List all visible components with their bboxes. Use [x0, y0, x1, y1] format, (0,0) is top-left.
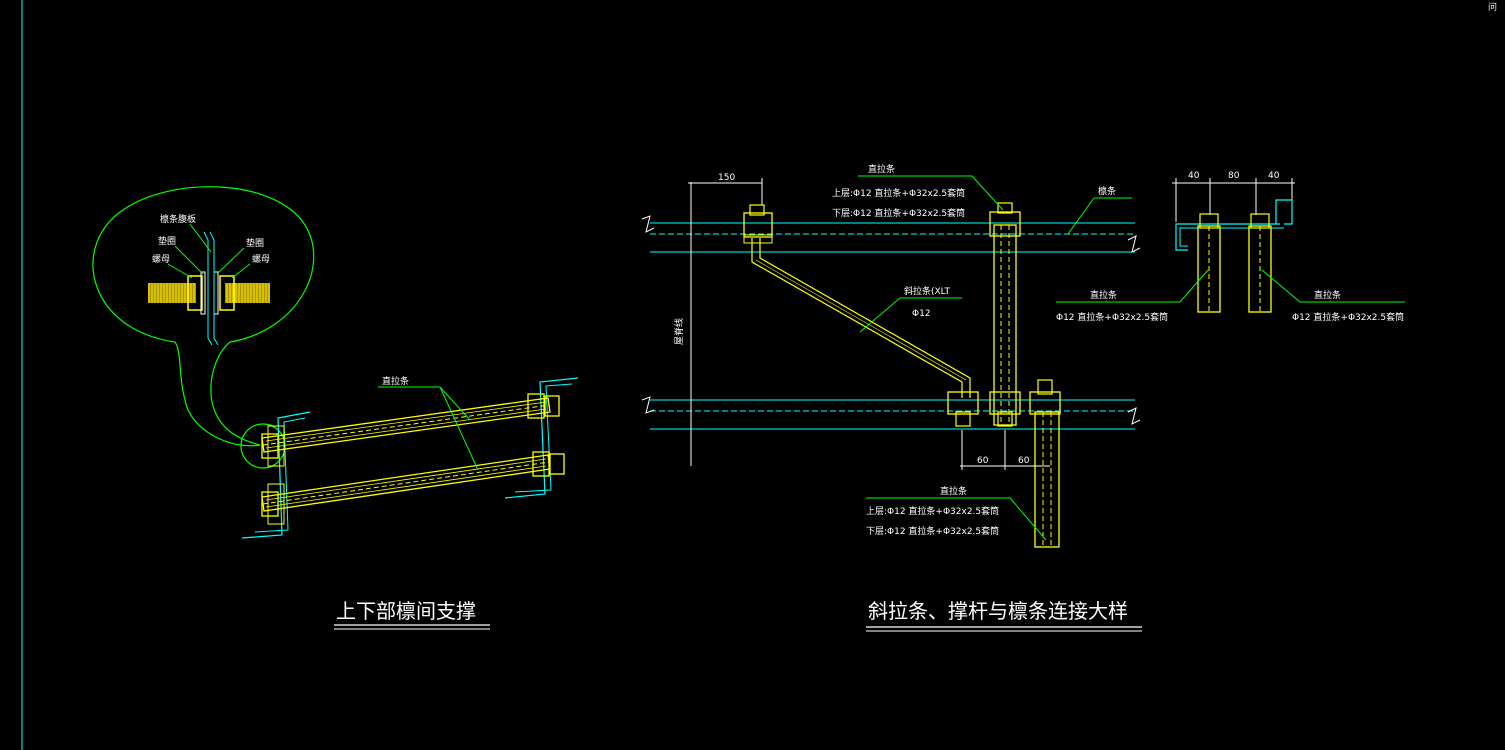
dim-80: 80 [1228, 171, 1240, 181]
top-rod-upper: 上层:Φ12 直拉条+Φ32x2.5套筒 [832, 187, 965, 199]
rod-nut [267, 483, 285, 525]
section-left-spec: Φ12 直拉条+Φ32x2.5套筒 [1056, 311, 1168, 323]
corner-label: 问 [1488, 1, 1497, 13]
nut-bottom-strut-tail [997, 411, 1013, 427]
break-mark [1127, 235, 1141, 253]
section-nut-left [1199, 213, 1219, 229]
nut-bottom-strut [989, 391, 1021, 415]
bottom-vertical-rod [1034, 411, 1060, 548]
purlin-channel-left-inner [254, 417, 306, 533]
nut-top-left [743, 212, 773, 238]
section-right-name: 直拉条 [1314, 289, 1341, 301]
right-detail-title: 斜拉条、撑杆与檩条连接大样 [868, 599, 1128, 623]
label-washer-left: 垫圈 [158, 235, 176, 247]
dim-150: 150 [718, 173, 735, 183]
nut-bottom-diag-tail [955, 411, 971, 427]
purlin-label: 檩条 [1098, 185, 1116, 197]
diagonal-rod-inner [759, 238, 971, 398]
leader-washer-right [216, 247, 245, 275]
nut-bottom-right [1029, 391, 1061, 415]
left-detail: 檩条腹板 垫圈 螺母 垫圈 螺母 [92, 186, 579, 630]
lower-tie-rod [261, 454, 551, 512]
bottom-rod-upper: 上层:Φ12 直拉条+Φ32x2.5套筒 [866, 505, 999, 517]
section-right-spec: Φ12 直拉条+Φ32x2.5套筒 [1292, 311, 1404, 323]
diag-rod-name: 斜拉条(XLT [904, 285, 950, 297]
bottom-rod-lower: 下层:Φ12 直拉条+Φ32x2.5套筒 [866, 525, 999, 537]
nut-bottom-right-cap [1037, 379, 1053, 395]
washer-left [200, 271, 206, 315]
leader-top-rod [858, 175, 1004, 211]
leader-nut-left [167, 263, 193, 279]
rod-nut [544, 395, 560, 417]
left-detail-title: 上下部檩间支撑 [336, 599, 476, 623]
section-nut-right [1250, 213, 1270, 229]
section-purlin-left [1175, 223, 1196, 251]
top-rod-lower: 下层:Φ12 直拉条+Φ32x2.5套筒 [832, 207, 965, 219]
label-purlin-web: 檩条腹板 [160, 213, 196, 225]
purlin-web-2 [209, 231, 219, 346]
rod-nut [527, 393, 545, 419]
thread-left [148, 283, 196, 303]
label-nut-right: 螺母 [252, 254, 270, 265]
rod-nut [549, 453, 565, 475]
purlin-channel-left [241, 411, 311, 539]
leader-section-right [1261, 269, 1405, 303]
dim-60a: 60 [977, 456, 989, 466]
purlin-web [203, 231, 213, 346]
break-mark [1127, 407, 1141, 425]
thread-right [225, 283, 270, 303]
washer-right [213, 271, 219, 315]
break-mark [641, 396, 655, 414]
right-detail: 屋脊线 150 60 60 [641, 163, 1405, 632]
rod-nut [261, 491, 279, 517]
leader-washer-left [174, 245, 204, 275]
nut-top-strut-cap [997, 202, 1013, 214]
leader-purlin-web [189, 223, 212, 253]
ridge-label: 屋脊线 [673, 318, 685, 345]
dim-40b: 40 [1268, 171, 1280, 181]
label-tie-rod: 直拉条 [382, 375, 409, 387]
section-purlin-right [1275, 199, 1293, 225]
purlin-channel-right-inner [514, 383, 573, 493]
nut-left [187, 275, 203, 311]
rod-nut [261, 433, 279, 459]
upper-tie-rod [261, 397, 551, 453]
bottom-rod-name: 直拉条 [940, 485, 967, 497]
nut-right [219, 275, 235, 311]
leader-tie-rod-2 [439, 386, 471, 421]
rod-nut [532, 451, 550, 477]
vertical-strut [993, 224, 1017, 426]
nut-top-strut [989, 211, 1021, 237]
diagonal-rod-center [755, 259, 967, 381]
nut-bottom-diag [947, 391, 979, 415]
diag-rod-size: Φ12 [912, 309, 931, 319]
nut-top-left-cap [749, 204, 765, 216]
detail-bubble-outline [92, 186, 315, 447]
leader-section-left [1056, 269, 1209, 303]
dim-40a: 40 [1188, 171, 1200, 181]
top-rod-name: 直拉条 [868, 163, 895, 175]
nut-top-left-low [743, 234, 773, 244]
diagonal-rod [751, 238, 963, 398]
label-washer-right: 垫圈 [246, 237, 264, 249]
label-nut-left: 螺母 [152, 254, 170, 265]
section-left-name: 直拉条 [1090, 289, 1117, 301]
dim-60b: 60 [1018, 456, 1030, 466]
purlin-channel-right [504, 377, 579, 499]
rod-nut [267, 425, 285, 467]
leader-nut-right [231, 263, 251, 279]
leader-purlin-2 [1067, 197, 1095, 235]
break-mark [641, 215, 655, 233]
leader-diag-rod [859, 297, 962, 333]
leader-bottom-rod [866, 497, 1047, 541]
section-purlin-left-inner [1179, 227, 1196, 247]
